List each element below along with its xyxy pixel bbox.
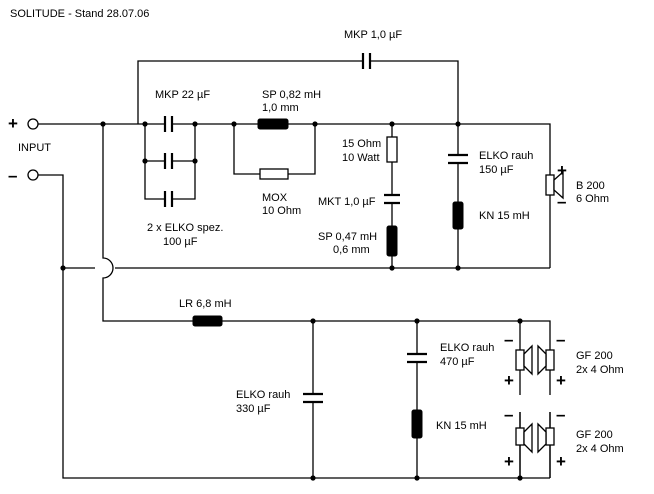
junction-dot [414,475,420,481]
label-elko-470uf-line2: 470 µF [440,356,475,368]
speaker-b200-magnet [545,174,555,196]
schematic-title: SOLITUDE - Stand 28.07.06 [10,8,149,20]
label-elko-spez-line2: 100 µF [163,236,198,248]
speaker-gf200-lower-right-cone [537,422,547,454]
label-mox-line2: 10 Ohm [262,205,301,217]
junction-dot [60,265,66,271]
junction-dot [231,121,237,127]
label-kn-15mh-tweeter: KN 15 mH [479,210,530,222]
speaker-gf200-upper-plus-left: + [504,371,514,390]
inductor-symbols [192,118,464,439]
junction-dot [517,318,523,324]
capacitor-elko-470uf-symbol [407,352,427,364]
label-sp-082mh-line1: SP 0,82 mH [262,89,321,101]
speaker-gf200-upper-right-cone [537,344,547,376]
inductor-sp-047mh-symbol [386,225,398,257]
input-minus-terminal [27,169,39,181]
capacitor-mkt-1uf-symbol [384,193,400,205]
capacitor-elko-spez-1-symbol [163,153,174,169]
inductor-kn-15mh-tweeter-symbol [452,201,464,230]
label-elko-150uf-line1: ELKO rauh [479,150,533,162]
junction-dot [192,121,198,127]
speaker-b200-cone [553,170,564,200]
label-15ohm-line2: 10 Watt [342,152,380,164]
input-plus-terminal [27,118,39,130]
inductor-lr-68mh-symbol [192,315,223,327]
component-labels: MKP 1,0 µF MKP 22 µF 2 x ELKO spez. 100 … [147,29,624,455]
speaker-gf200-upper-left-magnet [515,349,525,371]
junction-dot [455,121,461,127]
label-mkp-22uf: MKP 22 µF [155,89,210,101]
junction-dot [455,265,461,271]
speaker-gf200-lower-left-cone [523,422,533,454]
speaker-gf200-upper: – – + + [504,330,566,390]
label-mox-line1: MOX [262,192,288,204]
junction-dot [389,121,395,127]
label-b200-line1: B 200 [576,180,605,192]
junction-dot [414,318,420,324]
label-15ohm-line1: 15 Ohm [342,138,381,150]
label-b200-line2: 6 Ohm [576,193,609,205]
wiring [38,60,551,479]
speaker-b200-plus: + [557,161,567,180]
junction-dot [142,121,148,127]
inductor-sp-082mh-symbol [257,118,289,130]
input-minus-sign: – [8,166,17,185]
input-terminals: + INPUT – [8,114,51,185]
speaker-gf200-lower: – – + + [504,405,566,471]
label-elko-spez-line1: 2 x ELKO spez. [147,222,223,234]
junction-dot [389,265,395,271]
junction-dot [310,318,316,324]
label-elko-330uf-line2: 330 µF [236,403,271,415]
speaker-gf200-lower-right-magnet [545,427,555,446]
label-elko-150uf-line2: 150 µF [479,164,514,176]
label-elko-470uf-line1: ELKO rauh [440,342,494,354]
capacitor-elko-spez-2-symbol [163,191,174,207]
label-lr-68mh: LR 6,8 mH [179,298,232,310]
speaker-gf200-lower-minus-right: – [556,405,565,424]
junction-dot [310,475,316,481]
speaker-gf200-lower-left-magnet [515,427,525,446]
speaker-gf200-upper-minus-right: – [556,330,565,349]
speaker-gf200-lower-plus-right: + [556,452,566,471]
input-label: INPUT [18,142,51,154]
input-plus-sign: + [8,114,18,133]
label-sp-082mh-line2: 1,0 mm [262,102,299,114]
speaker-gf200-upper-minus-left: – [504,330,513,349]
capacitor-elko-330uf-symbol [303,392,323,404]
junction-dot [100,121,106,127]
label-gf200-upper-line2: 2x 4 Ohm [576,364,624,376]
speaker-gf200-upper-left-cone [523,344,533,376]
label-sp-047mh-line1: SP 0,47 mH [318,231,377,243]
junction-dot [192,158,198,164]
capacitor-mkp-22uf-symbol [163,116,174,132]
label-gf200-lower-line1: GF 200 [576,429,613,441]
label-gf200-upper-line1: GF 200 [576,350,613,362]
junction-dot [142,158,148,164]
speaker-gf200-upper-plus-right: + [556,371,566,390]
capacitor-symbols [163,53,468,404]
junction-dots [60,121,523,481]
resistor-15ohm-symbol [386,136,398,163]
junction-dot [312,121,318,127]
capacitor-elko-150uf-symbol [448,153,468,165]
speaker-gf200-upper-right-magnet [545,349,555,371]
speaker-gf200-lower-plus-left: + [504,452,514,471]
speaker-gf200-lower-minus-left: – [504,405,513,424]
speaker-b200-minus: – [557,192,566,211]
label-mkp-1uf: MKP 1,0 µF [344,29,402,41]
inductor-kn-15mh-woofer-symbol [411,409,423,439]
label-elko-330uf-line1: ELKO rauh [236,389,290,401]
label-sp-047mh-line2: 0,6 mm [333,244,370,256]
label-mkt-1uf: MKT 1,0 µF [318,196,376,208]
capacitor-mkp-1uf-symbol [361,53,372,69]
resistor-symbols [259,136,398,180]
speaker-b200: + – [545,161,567,211]
label-kn-15mh-woofer: KN 15 mH [436,420,487,432]
label-gf200-lower-line2: 2x 4 Ohm [576,443,624,455]
resistor-mox-symbol [259,168,289,180]
